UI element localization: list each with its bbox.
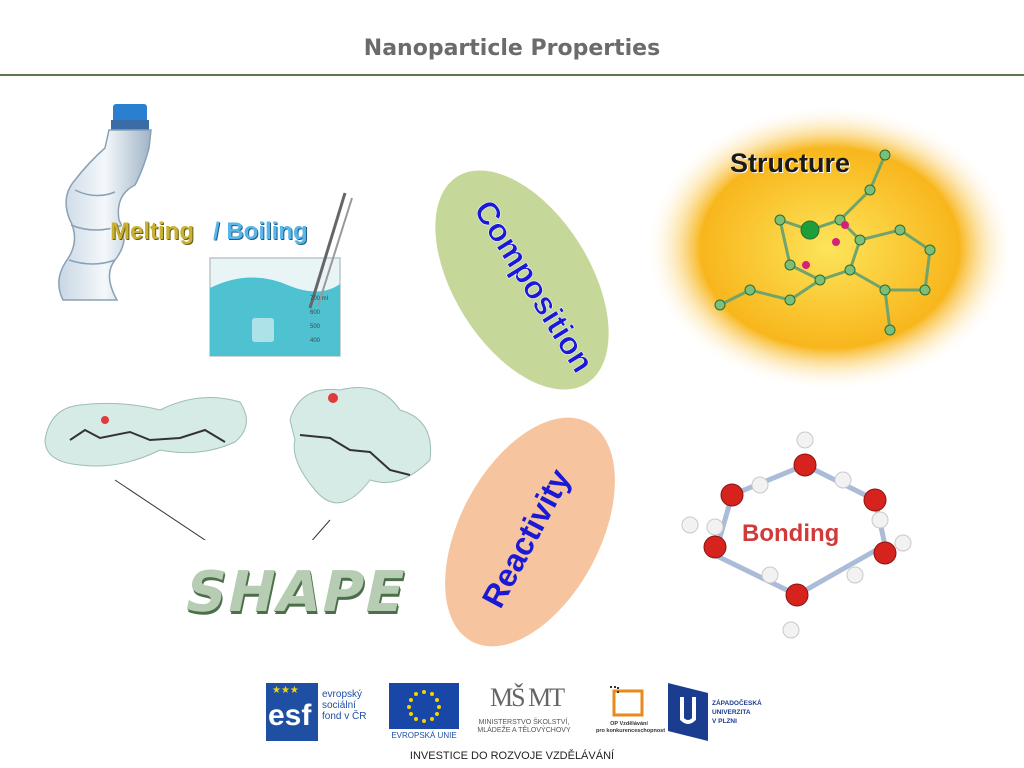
shape-label: SHAPE: [179, 560, 413, 625]
water-bottle-image: [45, 100, 165, 310]
esf-logo: esf ★★★ evropský sociální fond v ČR: [266, 683, 384, 741]
beaker-mark-400: 400: [310, 338, 321, 344]
structure-image: [640, 100, 1020, 395]
melting-label: Melting: [110, 218, 194, 246]
zcu-logo: ZÁPADOČESKÁ UNIVERZITA V PLZNI: [668, 683, 778, 741]
esf-text: evropský sociální fond v ČR: [322, 689, 366, 722]
msmt-letters: MŠ MT: [490, 683, 563, 713]
boiling-label: / Boiling: [213, 218, 308, 246]
page-title: Nanoparticle Properties: [0, 36, 1024, 61]
title-divider: [0, 74, 1024, 76]
eu-text: EVROPSKÁ UNIE: [389, 731, 459, 740]
structure-label: Structure: [730, 148, 850, 179]
op-emblem-icon: [606, 683, 650, 719]
zcu-emblem-icon: [668, 683, 708, 741]
op-text: OP Vzdělávání pro konkurenceschopnost: [596, 721, 662, 735]
eu-logo: EVROPSKÁ UNIE: [389, 683, 459, 741]
eu-stars-icon: [389, 683, 459, 729]
op-logo: OP Vzdělávání pro konkurenceschopnost: [596, 683, 662, 741]
footer-caption: INVESTICE DO ROZVOJE VZDĚLÁVÁNÍ: [0, 750, 1024, 762]
molecule-surfaces-image: [40, 380, 450, 540]
beaker-mark-600: 600: [310, 310, 321, 316]
msmt-text: MINISTERSTVO ŠKOLSTVÍ, MLÁDEŽE A TĚLOVÝC…: [462, 719, 586, 735]
esf-letters: esf: [268, 699, 311, 733]
beaker-mark-700: 700 ml: [310, 296, 328, 302]
bonding-label: Bonding: [742, 520, 839, 548]
msmt-logo: MŠ MT MINISTERSTVO ŠKOLSTVÍ, MLÁDEŽE A T…: [462, 683, 586, 741]
zcu-text: ZÁPADOČESKÁ UNIVERZITA V PLZNI: [712, 699, 762, 726]
beaker-mark-500: 500: [310, 324, 321, 330]
beaker-image: 700 ml 600 500 400: [190, 188, 375, 360]
star-icon: ★★★: [272, 685, 299, 696]
